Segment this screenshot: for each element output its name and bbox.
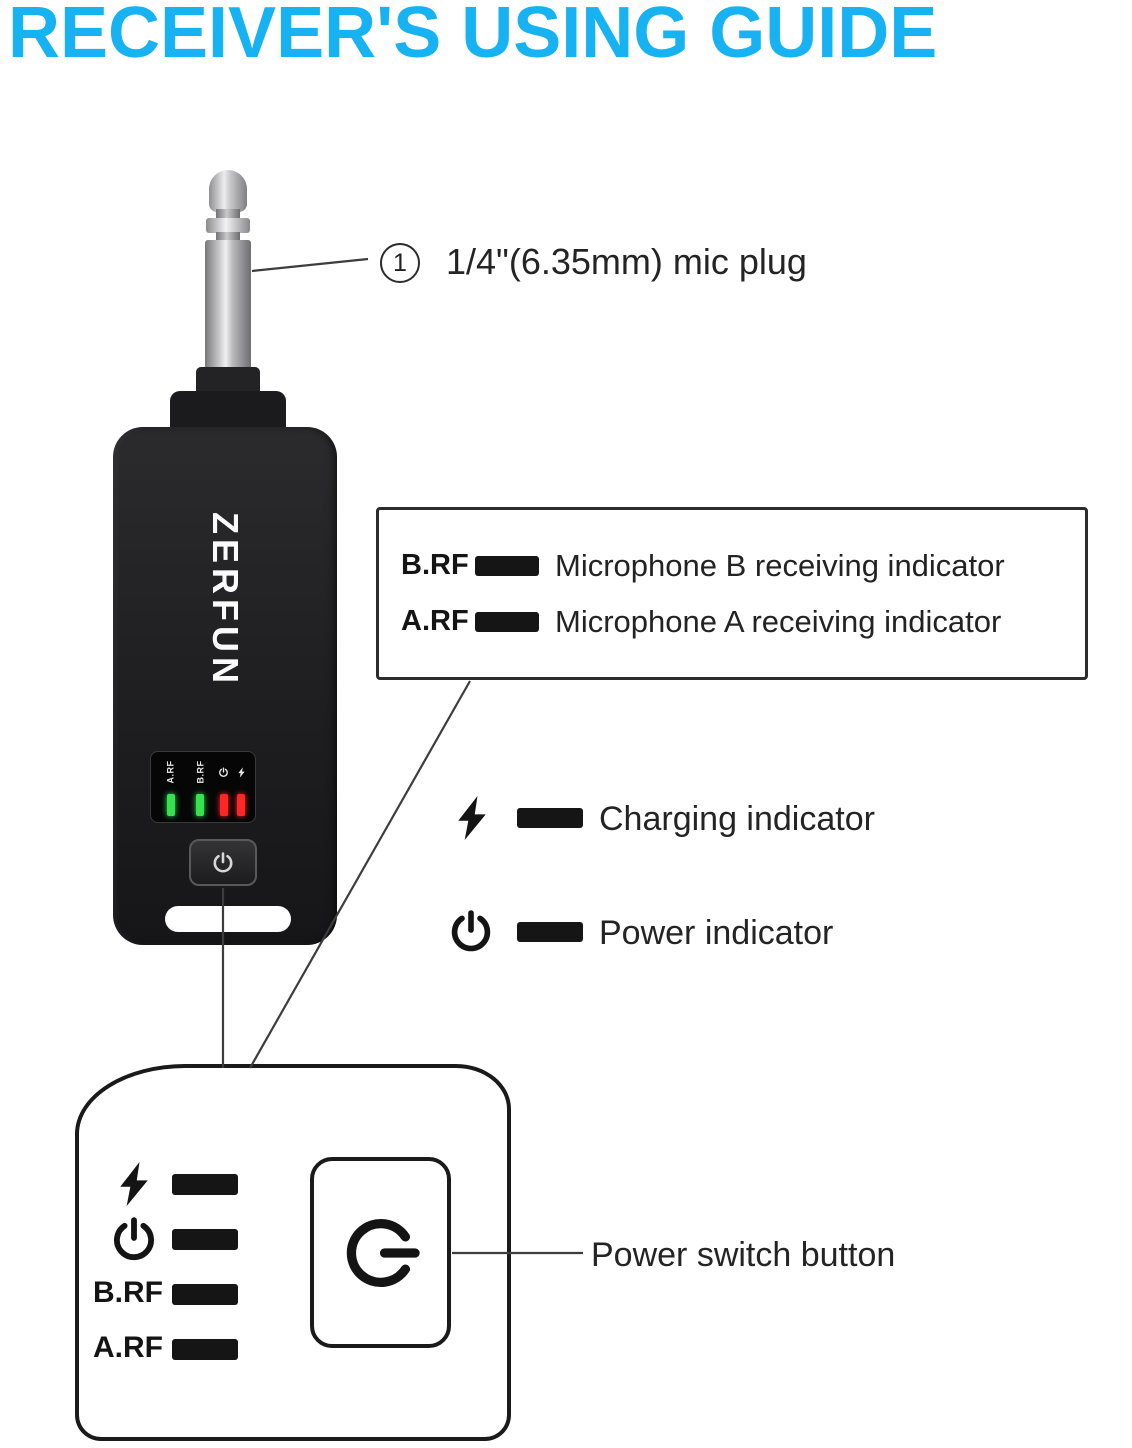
charge-icon-small [237,766,245,778]
receiving-indicator-box: B.RF Microphone B receiving indicator A.… [376,507,1088,680]
callout-number-circle: 1 [380,243,420,283]
zoom-brf-label: B.RF [93,1276,163,1309]
led-brf [196,794,205,816]
arf-label: Microphone A receiving indicator [555,603,1002,639]
power-indicator-label: Power indicator [599,914,834,952]
plug-ring [206,218,250,233]
power-switch-button [310,1157,451,1348]
zoom-bar-arf [172,1339,238,1360]
led-panel: A.RF B.RF [150,751,256,823]
zoom-power-icon [114,1217,154,1261]
led-column-arf: A.RF [159,756,182,818]
brf-row: B.RF Microphone B receiving indicator [401,548,1085,584]
led-label-brf: B.RF [195,760,206,784]
power-icon [213,851,233,873]
arf-row: A.RF Microphone A receiving indicator [401,604,1085,640]
mic-plug-label: 1/4"(6.35mm) mic plug [446,241,807,282]
page-title: RECEIVER'S USING GUIDE [8,0,938,73]
callout-number: 1 [393,248,407,277]
line-mic-plug [251,257,369,273]
charging-bar [517,808,583,828]
power-switch-icon [346,1218,420,1287]
arf-bar [475,611,539,632]
brand-label: ZERFUN [205,512,246,688]
zoom-bar-power [172,1229,238,1250]
plug-shaft [205,240,251,370]
led-arf [166,794,175,816]
device-power-button [189,839,257,886]
brf-bar [475,555,539,576]
power-indicator-icon [451,910,491,952]
charging-bolt-icon [458,796,486,840]
power-icon-small [219,766,229,777]
power-switch-label: Power switch button [591,1236,896,1274]
zoom-arf-label: A.RF [93,1331,163,1364]
led-charge [237,794,246,816]
plug-neck-lower [216,232,240,241]
zoom-bolt-icon [120,1162,148,1206]
arf-abbr: A.RF [401,605,469,637]
zoom-bar-charge [172,1174,238,1195]
plug-collar [196,367,260,395]
clip-slot [165,906,291,932]
brf-abbr: B.RF [401,549,469,581]
charging-label: Charging indicator [599,800,875,838]
zoom-bar-brf [172,1284,238,1305]
power-bar [517,922,583,942]
led-power [219,794,228,816]
plug-neck-upper [216,209,240,220]
led-column-power [218,756,229,818]
plug-tip [209,170,247,212]
plug-base [170,391,286,433]
brf-label: Microphone B receiving indicator [555,547,1005,583]
led-column-charge [236,756,247,818]
led-label-arf: A.RF [165,760,176,784]
led-column-brf: B.RF [189,756,212,818]
